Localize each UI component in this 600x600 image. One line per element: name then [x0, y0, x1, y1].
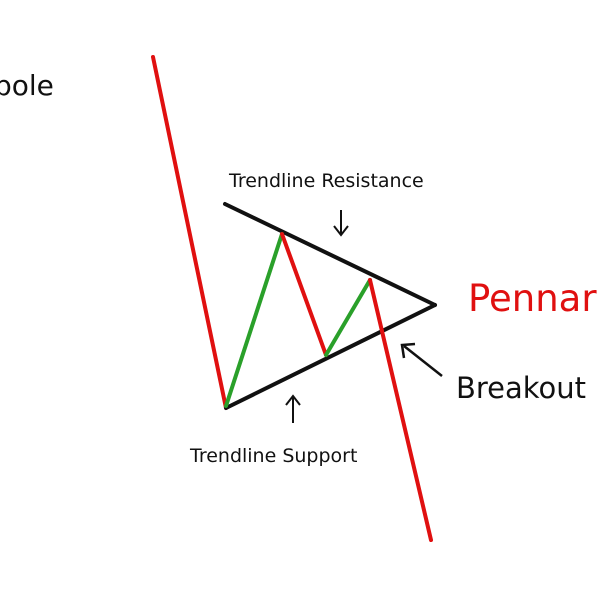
zigzag-up-1 — [224, 232, 284, 408]
flagpole-line — [151, 55, 228, 410]
resistance-arrow-icon — [333, 210, 349, 237]
trendline-support-line — [224, 303, 437, 410]
support-arrow-icon — [285, 394, 301, 423]
flagpole-label: pole — [0, 69, 54, 102]
trendline-support-label: Trendline Support — [190, 445, 358, 467]
pennant-label: Pennar — [468, 277, 597, 320]
breakout-line — [368, 278, 433, 542]
trendline-resistance-line — [223, 202, 437, 307]
breakout-label: Breakout — [456, 371, 587, 405]
zigzag-down-1 — [280, 232, 328, 357]
breakout-arrow-icon — [400, 342, 443, 377]
trendline-resistance-label: Trendline Resistance — [229, 170, 424, 192]
zigzag-up-2 — [324, 278, 372, 357]
